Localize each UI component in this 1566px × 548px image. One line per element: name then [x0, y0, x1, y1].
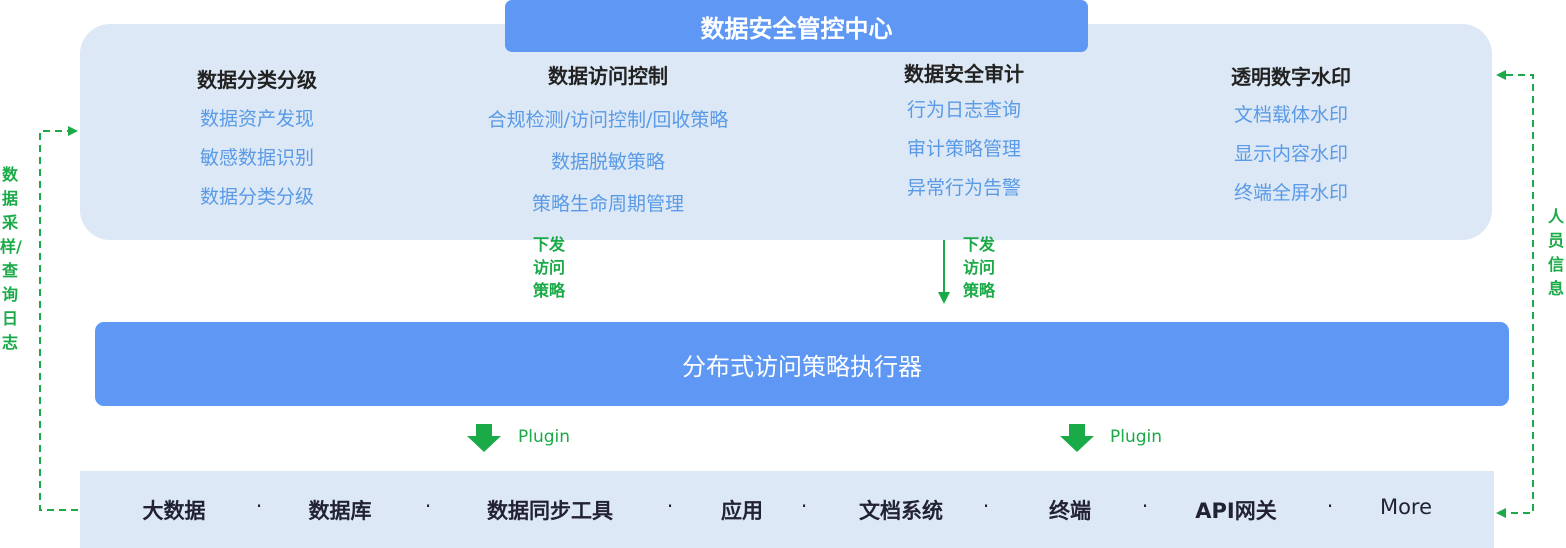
column-item: 敏感数据识别 — [199, 147, 314, 169]
policy-label-line: 策略 — [532, 281, 565, 300]
column-classification: 数据分类分级 数据资产发现 敏感数据识别 数据分类分级 — [87, 66, 427, 217]
data-source-api-gateway: API网关 — [1195, 499, 1277, 523]
column-watermark: 透明数字水印 文档载体水印 显示内容水印 终端全屏水印 — [1121, 63, 1461, 213]
side-label-left: 数据采样/查询日志 — [0, 165, 22, 352]
data-source-bigdata: 大数据 — [142, 499, 206, 523]
column-item: 终端全屏水印 — [1233, 182, 1348, 204]
data-source-terminal: 终端 — [1049, 499, 1091, 523]
separator-dot: · — [1326, 494, 1334, 518]
column-title: 数据分类分级 — [197, 68, 317, 92]
data-source-more: More — [1379, 495, 1433, 519]
policy-label-right: 下发 访问 策略 — [954, 233, 1004, 302]
column-access-control: 数据访问控制 合规检测/访问控制/回收策略 数据脱敏策略 策略生命周期管理 — [438, 62, 778, 225]
data-source-database: 数据库 — [308, 499, 372, 523]
separator-dot: · — [424, 494, 432, 518]
column-audit: 数据安全审计 行为日志查询 审计策略管理 异常行为告警 — [794, 60, 1134, 208]
column-item: 审计策略管理 — [906, 138, 1021, 160]
left-feedback-line — [39, 130, 78, 511]
plugin-arrow-left-icon — [467, 424, 501, 452]
separator-dot: · — [666, 494, 674, 518]
data-source-document-system: 文档系统 — [859, 499, 943, 523]
right-feedback-arrowhead-top — [1496, 70, 1506, 80]
separator-dot: · — [982, 494, 990, 518]
column-item: 数据资产发现 — [199, 108, 314, 130]
policy-label-line: 访问 — [532, 258, 565, 277]
data-sources-bar — [80, 471, 1494, 548]
column-title: 数据访问控制 — [548, 64, 668, 88]
policy-label-line: 访问 — [962, 258, 995, 277]
separator-dot: · — [800, 494, 808, 518]
column-item: 文档载体水印 — [1233, 104, 1348, 126]
separator-dot: · — [1141, 494, 1149, 518]
column-title: 透明数字水印 — [1231, 65, 1351, 89]
column-item: 显示内容水印 — [1233, 143, 1348, 165]
left-feedback-arrowhead — [68, 126, 78, 136]
plugin-arrow-right-icon — [1060, 424, 1094, 452]
column-item: 行为日志查询 — [906, 99, 1021, 121]
control-center-title: 数据安全管控中心 — [505, 0, 1088, 52]
policy-executor-bar: 分布式访问策略执行器 — [95, 322, 1509, 406]
policy-label-line: 下发 — [962, 235, 995, 254]
column-item: 异常行为告警 — [906, 177, 1021, 199]
data-source-sync-tool: 数据同步工具 — [487, 499, 613, 523]
policy-label-line: 下发 — [532, 235, 565, 254]
policy-arrowhead — [938, 292, 950, 304]
separator-dot: · — [255, 494, 263, 518]
column-item: 合规检测/访问控制/回收策略 — [487, 109, 729, 131]
policy-label-left: 下发 访问 策略 — [524, 233, 574, 302]
column-item: 策略生命周期管理 — [531, 193, 684, 215]
column-item: 数据分类分级 — [199, 186, 314, 208]
right-feedback-line — [1506, 74, 1534, 514]
side-label-right: 人员信息 — [1547, 207, 1564, 298]
plugin-label-left: Plugin — [518, 427, 571, 447]
column-item: 数据脱敏策略 — [550, 151, 665, 173]
plugin-label-right: Plugin — [1110, 427, 1163, 447]
control-center-panel — [80, 24, 1492, 240]
column-title: 数据安全审计 — [904, 62, 1024, 86]
right-feedback-arrowhead-bottom — [1496, 508, 1506, 518]
data-source-application: 应用 — [721, 499, 763, 523]
policy-label-line: 策略 — [962, 281, 995, 300]
